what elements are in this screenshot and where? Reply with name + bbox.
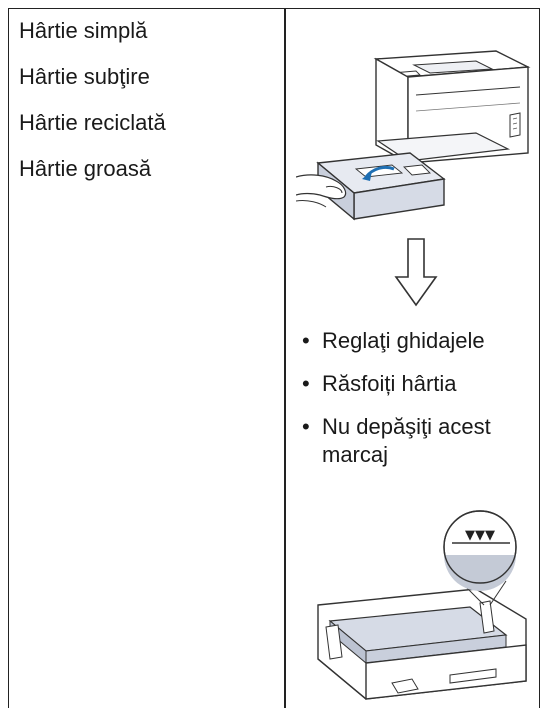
- bullet-icon: •: [302, 328, 310, 353]
- tip-text: Nu depăşiţi acest marcaj: [322, 414, 491, 467]
- paper-type-thin: Hârtie subţire: [19, 64, 150, 89]
- tip-text: Răsfoiți hârtia: [322, 371, 457, 396]
- tip-text: Reglaţi ghidajele: [322, 328, 485, 353]
- paper-tray-illustration: ▼▼▼: [317, 510, 527, 700]
- tip-fan-paper: • Răsfoiți hârtia: [300, 370, 538, 398]
- paper-table: Hârtie simplă Hârtie subţire Hârtie reci…: [8, 8, 540, 708]
- paper-types-list: Hârtie simplă Hârtie subţire Hârtie reci…: [9, 9, 284, 181]
- tip-adjust-guides: • Reglaţi ghidajele: [300, 327, 538, 355]
- tips-list: • Reglaţi ghidajele • Răsfoiți hârtia • …: [300, 327, 538, 484]
- paper-type-plain: Hârtie simplă: [19, 18, 148, 43]
- paper-type-recycled: Hârtie reciclată: [19, 110, 166, 135]
- bullet-icon: •: [302, 414, 310, 439]
- bullet-icon: •: [302, 371, 310, 396]
- printer-tray-illustration: [296, 50, 531, 221]
- tip-max-mark: • Nu depăşiţi acest marcaj: [300, 413, 538, 469]
- down-arrow-icon: [394, 238, 438, 307]
- instructions-column: • Reglaţi ghidajele • Răsfoiți hârtia • …: [286, 9, 539, 708]
- column-divider: [284, 9, 286, 708]
- paper-types-column: Hârtie simplă Hârtie subţire Hârtie reci…: [9, 9, 284, 203]
- paper-type-thick: Hârtie groasă: [19, 156, 152, 181]
- max-mark-icon: ▼▼▼: [465, 528, 495, 543]
